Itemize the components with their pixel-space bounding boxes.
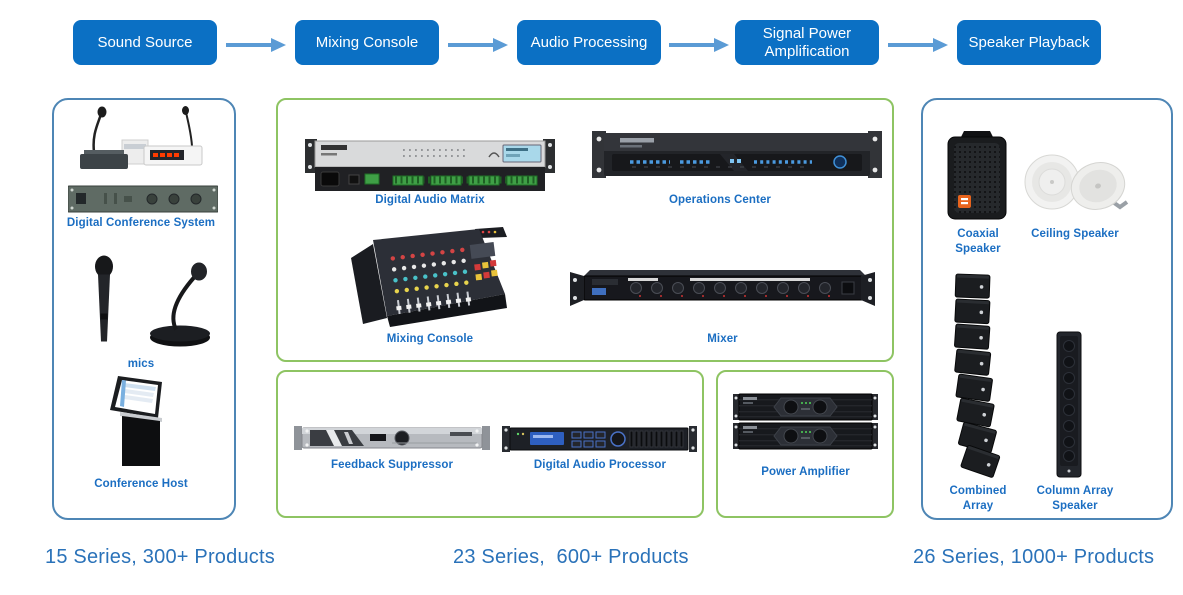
flow-step-label: Speaker Playback bbox=[968, 33, 1090, 51]
stat-speakers: 26 Series, 1000+ Products bbox=[913, 546, 1155, 568]
operations-center-icon bbox=[592, 131, 882, 178]
mixer-icon bbox=[570, 270, 875, 306]
product-label: Mixing Console bbox=[386, 333, 474, 345]
flow-step-label: Sound Source bbox=[97, 33, 193, 51]
conference-microphone-units-icon bbox=[80, 106, 203, 169]
power-amplifier-icon bbox=[733, 393, 878, 450]
product-label: Ceiling Speaker bbox=[1031, 228, 1119, 240]
flow-step-label: Mixing Console bbox=[315, 33, 419, 51]
product-label: Digital Audio Matrix bbox=[375, 194, 485, 206]
product-label: Operations Center bbox=[668, 194, 772, 206]
combined-array-speaker-icon bbox=[953, 273, 1001, 479]
feedback-suppressor-icon bbox=[294, 426, 490, 450]
product-label: Feedback Suppressor bbox=[330, 459, 454, 471]
product-label: Digital Audio Processor bbox=[533, 459, 667, 471]
flow-step-speaker-playback[interactable]: Speaker Playback bbox=[957, 20, 1101, 65]
flow-step-audio-processing[interactable]: Audio Processing bbox=[517, 20, 661, 65]
ceiling-speaker-icon bbox=[1024, 154, 1129, 210]
stat-sound-source: 15 Series, 300+ Products bbox=[45, 546, 275, 568]
right-arrow-icon bbox=[888, 38, 948, 52]
microphones-icon bbox=[95, 255, 210, 347]
product-label: Mixer bbox=[707, 333, 738, 345]
product-label: Conference Host bbox=[94, 478, 188, 490]
flow-step-mixing-console[interactable]: Mixing Console bbox=[295, 20, 439, 65]
right-arrow-icon bbox=[448, 38, 508, 52]
right-arrow-icon bbox=[669, 38, 729, 52]
product-label: Digital Conference System bbox=[66, 217, 216, 229]
stat-processing: 23 Series, 600+ Products bbox=[453, 546, 689, 568]
mixing-console-icon bbox=[351, 227, 507, 327]
right-arrow-icon bbox=[226, 38, 286, 52]
product-label: mics bbox=[127, 358, 155, 370]
conference-host-lift-monitor-icon bbox=[110, 376, 162, 466]
coaxial-speaker-icon bbox=[947, 131, 1007, 220]
column-array-speaker-icon bbox=[1056, 331, 1082, 478]
digital-audio-matrix-icon bbox=[305, 139, 555, 191]
flow-step-sound-source[interactable]: Sound Source bbox=[73, 20, 217, 65]
product-label: Power Amplifier bbox=[761, 466, 850, 478]
flow-step-label: Audio Processing bbox=[530, 33, 648, 51]
conference-controller-rack-icon bbox=[68, 185, 218, 213]
digital-audio-processor-icon bbox=[502, 426, 697, 452]
flow-step-label: Signal Power Amplification bbox=[762, 25, 852, 60]
flow-step-signal-power-amplification[interactable]: Signal Power Amplification bbox=[735, 20, 879, 65]
product-label: Coaxial Speaker bbox=[955, 228, 1001, 255]
product-label: Column Array Speaker bbox=[1036, 485, 1114, 512]
product-label: Combined Array bbox=[949, 485, 1007, 512]
